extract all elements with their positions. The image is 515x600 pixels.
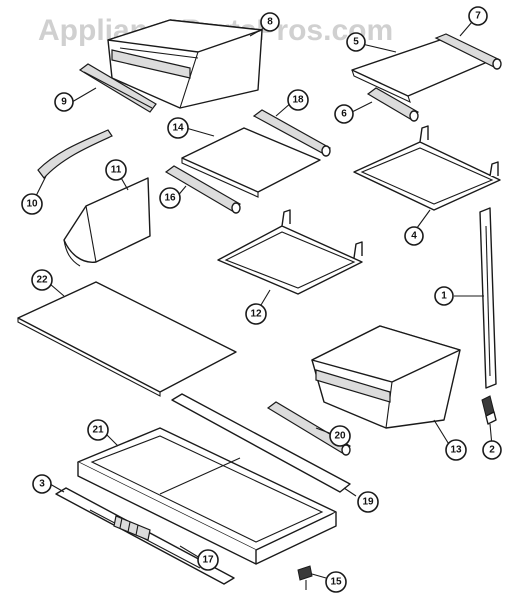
svg-text:2: 2 [489,445,495,456]
part-1-rail [479,207,497,389]
callout-7: 7 [468,6,488,26]
callout-14: 14 [167,117,189,139]
part-16-trim [164,165,241,214]
part-20-trim [266,401,351,456]
callout-11: 11 [105,159,127,181]
svg-text:11: 11 [111,165,122,176]
part-13-drawer [311,325,461,429]
part-15-clip [297,565,313,590]
part-7-shelf-trim [434,33,502,70]
callout-6: 6 [334,104,354,124]
part-10-trim [37,129,113,179]
svg-text:20: 20 [334,431,346,442]
svg-text:3: 3 [39,479,45,490]
callout-1: 1 [434,286,454,306]
part-9-drawer-trim [78,63,157,113]
callout-13: 13 [445,439,467,461]
callout-5: 5 [346,32,366,52]
svg-text:4: 4 [411,231,417,242]
part-2-clip [481,395,497,425]
callout-15: 15 [325,571,347,593]
part-19-trim [171,393,351,493]
svg-text:16: 16 [164,193,176,204]
callout-8: 8 [260,12,280,32]
callout-4: 4 [404,226,424,246]
callout-17: 17 [197,549,219,571]
svg-text:13: 13 [450,445,462,456]
callout-18: 18 [287,89,309,111]
svg-text:19: 19 [362,497,374,508]
callout-2: 2 [482,440,502,460]
part-12-shelf-assembly [217,209,363,295]
callout-10: 10 [21,193,43,215]
callout-19: 19 [357,491,379,513]
svg-text:17: 17 [202,555,214,566]
callout-9: 9 [54,92,74,112]
svg-text:10: 10 [26,199,38,210]
part-14-glass-shelf [181,127,321,198]
part-4-shelf-assembly [353,125,501,211]
callout-12: 12 [245,303,267,325]
part-11-cover [63,177,151,267]
svg-text:7: 7 [475,11,481,22]
callout-16: 16 [159,187,181,209]
svg-text:12: 12 [250,309,262,320]
svg-text:5: 5 [353,37,359,48]
callout-22: 22 [31,269,53,291]
svg-text:22: 22 [36,275,48,286]
part-22-glass-panel [17,281,237,397]
svg-text:1: 1 [441,291,447,302]
part-8-drawer [107,19,263,109]
svg-text:9: 9 [61,97,67,108]
part-17-vent [113,515,151,541]
svg-text:6: 6 [341,109,347,120]
svg-text:18: 18 [292,95,304,106]
svg-text:21: 21 [92,425,104,436]
svg-text:8: 8 [267,17,273,28]
part-18-shelf-trim [252,109,331,157]
callout-20: 20 [329,425,351,447]
part-21-frame [77,427,337,565]
svg-text:15: 15 [330,577,342,588]
callout-21: 21 [87,419,109,441]
callout-3: 3 [32,474,52,494]
svg-text:14: 14 [172,123,184,134]
part-6-shelf-trim [366,87,419,122]
